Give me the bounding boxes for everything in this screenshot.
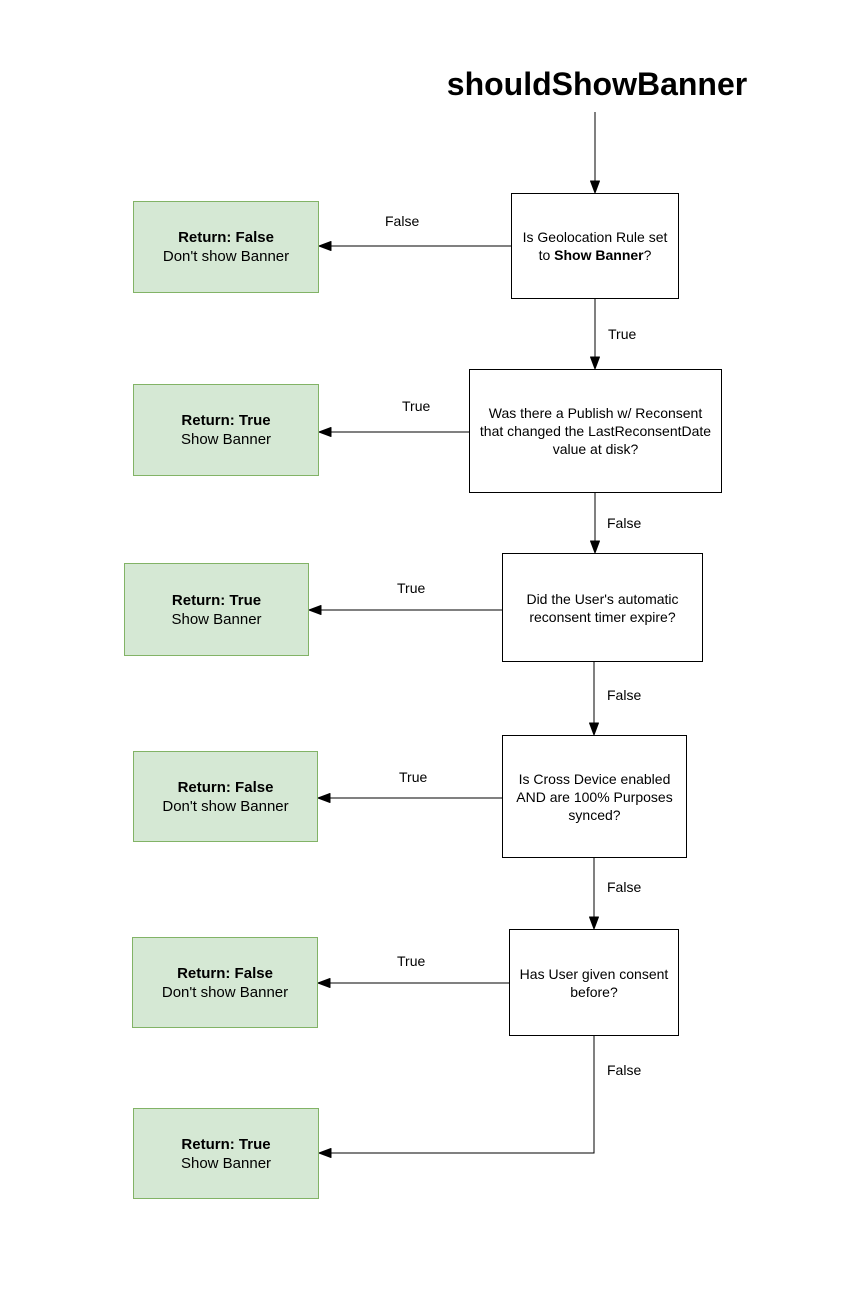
decision-geolocation-rule: Is Geolocation Rule set to Show Banner? [511,193,679,299]
decision-cross-device-text: Is Cross Device enabled AND are 100% Pur… [516,770,673,823]
return-result: Return: False [177,778,274,796]
return-node-6: Return: True Show Banner [133,1108,319,1199]
arrowhead-left-return2 [318,427,332,437]
return-result: Return: False [178,229,274,246]
edge-label-true: True [397,580,426,596]
edge-label-true: True [399,769,428,785]
arrowhead-left-return3 [308,605,322,615]
arrowhead-down-decision4 [589,722,599,736]
edge-label-false: False [607,515,642,531]
return-caption: Show Banner [180,431,272,448]
arrowhead-left-return5 [317,978,331,988]
edge-label-false: False [607,687,642,703]
return-node-4: Return: False Don't show Banner [133,751,318,842]
edge-label-false: False [607,879,642,895]
return-caption: Show Banner [180,1154,272,1172]
decision-reconsent-timer: Did the User's automatic reconsent timer… [502,553,703,662]
return-result: Return: True [171,591,262,609]
decision-publish-reconsent: Was there a Publish w/ Reconsent that ch… [469,369,722,493]
return-caption: Don't show Banner [161,983,289,1001]
arrowhead-down-decision1 [590,180,600,194]
return-node-5: Return: False Don't show Banner [132,937,318,1028]
return-result: Return: True [181,1135,271,1153]
return-caption: Don't show Banner [162,248,290,265]
return-result: Return: False [177,964,273,982]
arrowhead-left-return1 [318,241,332,251]
edge-label-false: False [385,213,420,229]
return-caption: Don't show Banner [162,797,289,815]
return-node-3: Return: True Show Banner [124,563,309,656]
decision-cross-device: Is Cross Device enabled AND are 100% Pur… [502,735,687,858]
decision-text-bold: Show Banner [554,247,644,263]
return-caption: Show Banner [171,610,262,628]
decision-reconsent-timer-text: Did the User's automatic reconsent timer… [526,590,679,625]
arrowhead-down-decision5 [589,916,599,930]
edge-label-true: True [397,953,426,969]
arrowhead-left-return6 [318,1148,332,1158]
arrowhead-left-return4 [317,793,331,803]
diagram-title: shouldShowBanner [446,66,748,102]
decision-text-prefix: Is Geolocation Rule set to [522,229,668,263]
arrowhead-down-decision3 [590,540,600,554]
return-node-2: Return: True Show Banner [133,384,319,476]
edge-label-false: False [607,1062,642,1078]
edge-decision5-to-return6 [330,1036,595,1154]
decision-text-suffix: ? [643,247,652,263]
decision-geolocation-rule-text: Is Geolocation Rule set to Show Banner? [518,228,672,264]
edge-label-true: True [608,326,637,342]
return-node-1: Return: False Don't show Banner [133,201,319,293]
arrowhead-down-decision2 [590,356,600,370]
decision-consent-before: Has User given consent before? [509,929,679,1036]
return-result: Return: True [181,412,271,429]
decision-publish-reconsent-text: Was there a Publish w/ Reconsent that ch… [479,405,712,457]
decision-consent-before-text: Has User given consent before? [519,965,669,1000]
edge-label-true: True [402,398,431,414]
